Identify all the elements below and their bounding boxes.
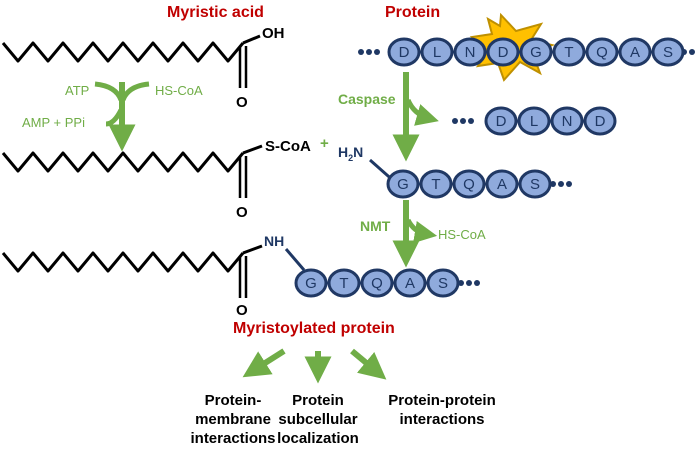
amino-acid-bead bbox=[585, 37, 619, 67]
oh-label: OH bbox=[262, 25, 285, 42]
amino-acid-letter: G bbox=[305, 275, 317, 292]
amino-acid-bead bbox=[486, 37, 520, 67]
outcome-protein-protein: Protein-protein interactions bbox=[380, 391, 504, 429]
amide-bond bbox=[242, 244, 263, 255]
caspase-label: Caspase bbox=[338, 91, 396, 107]
nh-label: NH bbox=[264, 233, 284, 249]
hscoa-input-curve bbox=[120, 81, 150, 102]
amino-acid-letter: G bbox=[397, 176, 409, 193]
amino-acid-bead bbox=[426, 268, 460, 298]
outcome-line: membrane bbox=[195, 411, 271, 428]
amino-acid-letter: A bbox=[630, 44, 640, 61]
h2n-label: H2N bbox=[338, 144, 363, 163]
amino-acid-letter: N bbox=[465, 44, 476, 61]
amino-acid-bead bbox=[360, 268, 394, 298]
amino-acid-bead bbox=[453, 37, 487, 67]
amino-acid-letter: Q bbox=[596, 44, 608, 61]
amino-acid-letter: A bbox=[405, 275, 415, 292]
outcome-line: Protein bbox=[292, 392, 344, 409]
amino-acid-bead bbox=[550, 106, 584, 136]
outcome-protein-membrane: Protein- membrane interactions bbox=[178, 391, 288, 448]
plus-sign: + bbox=[320, 135, 329, 152]
amino-acid-letter: Q bbox=[371, 275, 383, 292]
thioester-bond bbox=[242, 144, 263, 155]
amino-acid-letter: S bbox=[530, 176, 540, 193]
outcome-line: localization bbox=[277, 430, 359, 447]
amino-acid-bead bbox=[294, 268, 328, 298]
nmt-label: NMT bbox=[360, 218, 391, 234]
amino-acid-bead bbox=[419, 169, 453, 199]
amino-acid-bead bbox=[583, 106, 617, 136]
amino-acid-bead bbox=[327, 268, 361, 298]
amino-acid-bead bbox=[484, 106, 518, 136]
nmt-release-arrow bbox=[405, 218, 438, 244]
cleaved-fragment-dots bbox=[452, 118, 474, 124]
amino-acid-letter: D bbox=[399, 44, 410, 61]
amino-acid-letter: N bbox=[562, 113, 573, 130]
amino-acid-letter: A bbox=[497, 176, 507, 193]
amino-acid-letter: L bbox=[530, 113, 538, 130]
atp-label: ATP bbox=[65, 83, 89, 98]
hs-coa-label-1: HS-CoA bbox=[155, 83, 203, 98]
amino-acid-letter: T bbox=[339, 275, 348, 292]
myristoyl-chain bbox=[1, 251, 245, 273]
amino-acid-bead bbox=[519, 37, 553, 67]
amino-acid-bead bbox=[651, 37, 685, 67]
caspase-release-arrow bbox=[405, 98, 439, 126]
amino-acid-bead bbox=[387, 37, 421, 67]
carbonyl-o-label: O bbox=[236, 302, 248, 319]
myristic-acid-chain bbox=[1, 41, 245, 63]
myristoyl-coa-chain bbox=[1, 151, 245, 173]
myristoylated-protein-title: Myristoylated protein bbox=[233, 320, 395, 337]
n-terminal-continuation-dots bbox=[358, 49, 380, 55]
carboxyl-oh-bond bbox=[242, 34, 261, 45]
outcome-line: Protein-protein bbox=[388, 392, 496, 409]
outcome-subcellular-localization: Protein subcellular localization bbox=[268, 391, 368, 448]
amino-acid-letter: D bbox=[496, 113, 507, 130]
amino-acid-bead bbox=[618, 37, 652, 67]
amino-acid-letter: G bbox=[530, 44, 542, 61]
amino-acid-letter: D bbox=[595, 113, 606, 130]
arrow-to-protein-interactions bbox=[350, 348, 387, 380]
carbonyl-o-label: O bbox=[236, 204, 248, 221]
outcome-line: Protein- bbox=[204, 392, 262, 409]
myristic-acid-title: Myristic acid bbox=[167, 4, 264, 21]
carbonyl-o-label: O bbox=[236, 94, 248, 111]
amino-acid-letter: S bbox=[438, 275, 448, 292]
amino-acid-letter: S bbox=[663, 44, 673, 61]
amino-acid-letter: T bbox=[564, 44, 573, 61]
protein-title: Protein bbox=[385, 4, 441, 21]
hs-coa-label-2: HS-CoA bbox=[438, 227, 486, 242]
s-coa-label: S-CoA bbox=[265, 138, 311, 155]
amino-acid-bead bbox=[485, 169, 519, 199]
amino-acid-bead bbox=[393, 268, 427, 298]
amino-acid-bead bbox=[452, 169, 486, 199]
amino-acid-bead bbox=[517, 106, 551, 136]
atp-input-curve bbox=[94, 81, 124, 102]
amino-acid-letter: Q bbox=[463, 176, 475, 193]
myristoylated-peptide-dots bbox=[458, 280, 480, 286]
outcome-line: interactions bbox=[399, 411, 485, 428]
amino-acid-bead bbox=[420, 37, 454, 67]
outcome-line: interactions bbox=[190, 430, 276, 447]
n-terminal-peptide-dots bbox=[550, 181, 572, 187]
amino-acid-bead bbox=[552, 37, 586, 67]
amino-acid-bead bbox=[518, 169, 552, 199]
amp-ppi-output-curve bbox=[105, 108, 124, 127]
arrow-to-membrane-interactions bbox=[242, 348, 286, 378]
outcome-line: subcellular bbox=[278, 411, 358, 428]
amp-ppi-label: AMP + PPi bbox=[22, 115, 85, 130]
amino-acid-letter: T bbox=[431, 176, 440, 193]
amino-acid-bead bbox=[386, 169, 420, 199]
amino-acid-letter: L bbox=[433, 44, 441, 61]
amino-acid-letter: D bbox=[498, 44, 509, 61]
nh-to-glycine-bond bbox=[284, 248, 306, 271]
